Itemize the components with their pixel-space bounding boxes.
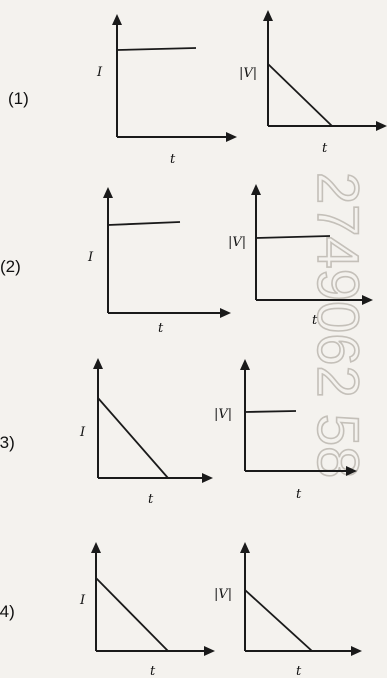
option-2[interactable]: (2) I t |V| t <box>0 184 373 336</box>
option-4-voltage-curve <box>244 589 313 652</box>
option-1-current-axis-label: I <box>96 65 103 80</box>
option-3-voltage-curve <box>244 410 297 413</box>
option-2-current-time-label: t <box>158 321 164 336</box>
option-3-voltage-axis-label: |V| <box>214 407 232 422</box>
option-2-current-curve <box>107 221 181 226</box>
option-2-current-axis-label: I <box>87 250 94 265</box>
option-3-voltage-graph: |V| t <box>214 359 357 502</box>
option-1[interactable]: (1) I t |V| t <box>8 10 387 167</box>
option-2-voltage-graph: |V| t <box>228 184 373 328</box>
watermark: 2749062 58 <box>304 171 371 479</box>
option-3-current-time-label: t <box>148 492 154 507</box>
option-1-label: (1) <box>8 89 29 108</box>
option-4-current-axis-label: I <box>79 593 86 608</box>
option-1-current-time-label: t <box>170 152 176 167</box>
option-2-voltage-axis-label: |V| <box>228 235 246 250</box>
option-1-current-curve <box>116 47 197 51</box>
option-4[interactable]: (4) I t |V| t <box>0 542 362 678</box>
option-4-voltage-graph: |V| t <box>214 542 362 678</box>
option-4-current-graph: I t <box>79 542 215 678</box>
option-1-voltage-graph: |V| t <box>239 10 387 156</box>
option-2-label: (2) <box>0 257 21 276</box>
option-3-current-curve <box>97 397 169 479</box>
option-1-current-graph: I t <box>96 14 237 167</box>
option-3-current-axis-label: I <box>79 425 86 440</box>
option-4-voltage-time-label: t <box>296 664 302 678</box>
option-3-voltage-time-label: t <box>296 487 302 502</box>
option-4-voltage-axis-label: |V| <box>214 587 232 602</box>
option-1-voltage-curve <box>267 63 333 127</box>
option-4-current-time-label: t <box>150 664 156 678</box>
option-4-label: (4) <box>0 602 15 621</box>
option-3[interactable]: (3) I t |V| t <box>0 358 357 507</box>
option-2-voltage-time-label: t <box>312 313 318 328</box>
option-3-current-graph: I t <box>79 358 213 507</box>
option-4-current-curve <box>95 577 169 652</box>
option-3-label: (3) <box>0 433 15 452</box>
watermark-text: 2749062 58 <box>305 172 370 478</box>
option-2-current-graph: I t <box>87 187 231 336</box>
option-1-voltage-axis-label: |V| <box>239 66 257 81</box>
option-1-voltage-time-label: t <box>322 141 328 156</box>
option-2-voltage-curve <box>255 235 331 239</box>
